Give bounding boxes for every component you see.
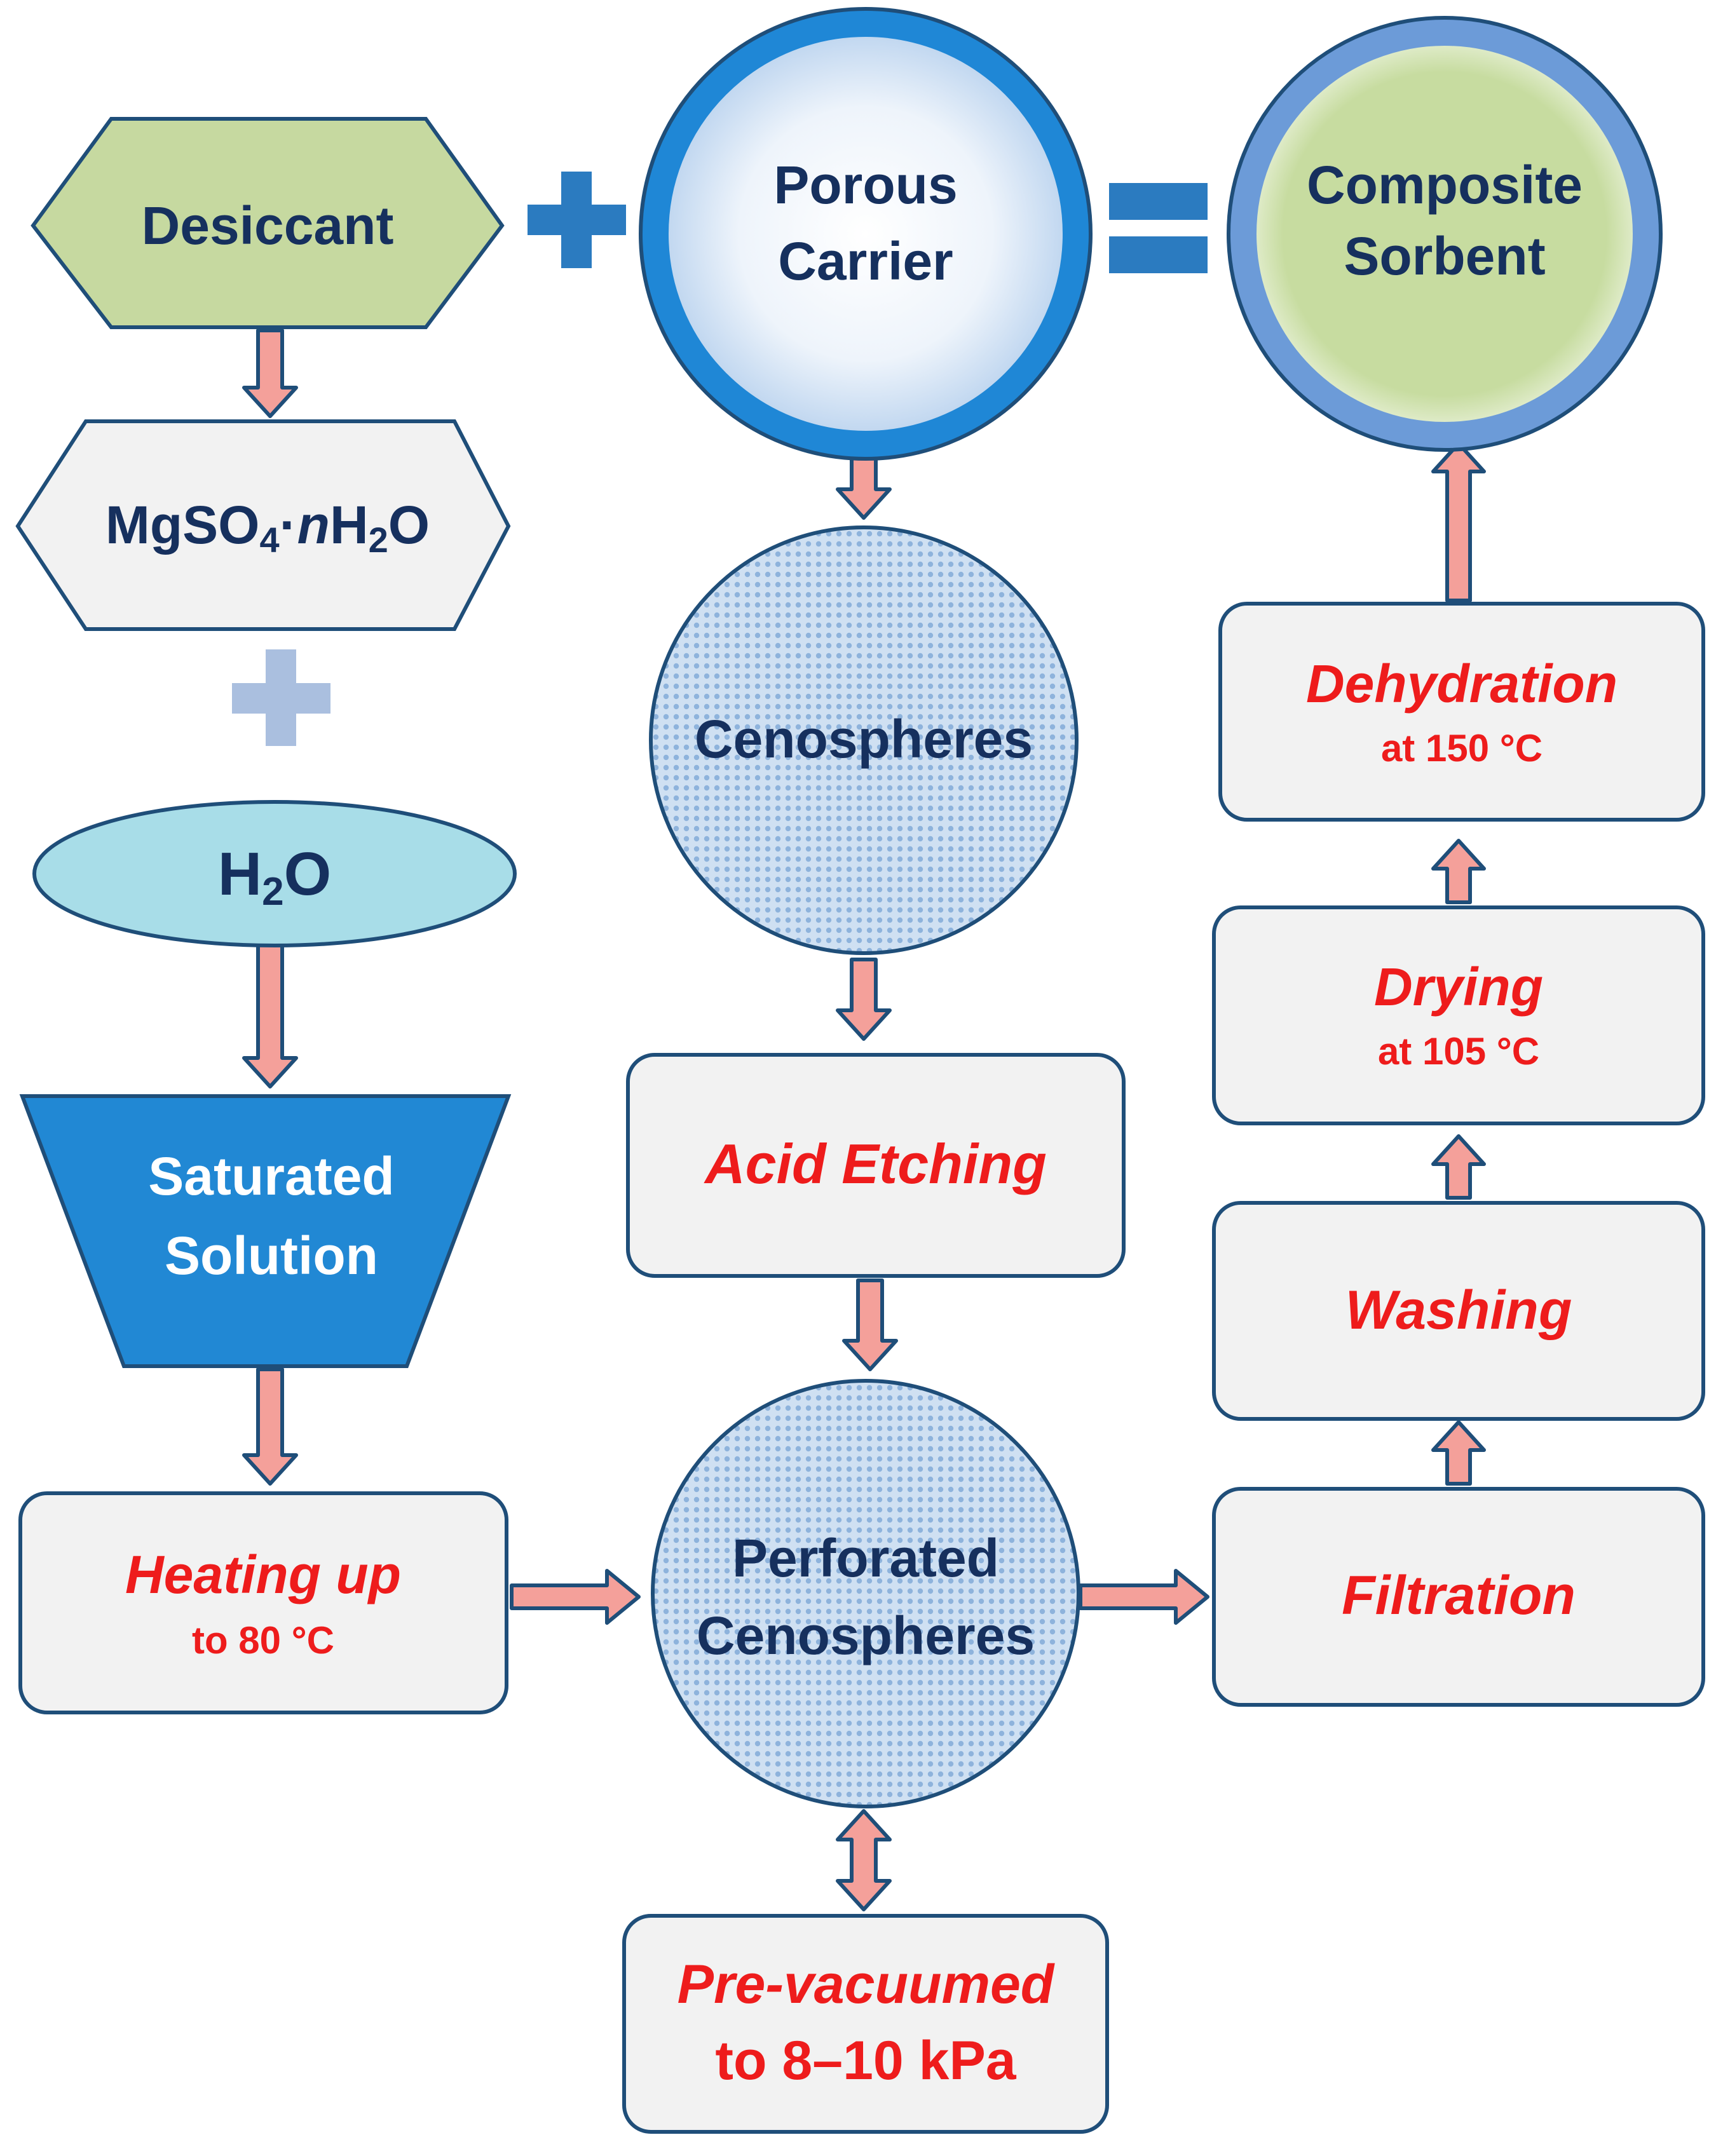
pre-vacuum-step-box [622, 1914, 1109, 2134]
arrow-desiccant-to-salt [242, 329, 298, 418]
flow-arrows [242, 329, 1486, 1911]
composite-sorbent-outline [1227, 16, 1663, 452]
arrow-heating-to-perforated [510, 1569, 641, 1625]
arrow-dehydration-to-composite [1431, 442, 1486, 602]
porous-carrier-outline [639, 7, 1093, 461]
arrow-drying-to-dehydration [1431, 839, 1486, 904]
cenospheres-circle [649, 525, 1079, 955]
cenospheres-label: Cenospheres [695, 709, 1033, 769]
pre-vacuum-title: Pre-vacuumed [678, 1954, 1055, 2015]
arrow-etching-to-perforated [842, 1278, 898, 1371]
dehydration-step-detail: at 150 °C [1381, 727, 1543, 770]
arrow-perforated-to-filtration [1079, 1569, 1209, 1625]
pre-vacuum-detail: to 8–10 kPa [715, 2030, 1016, 2091]
heating-step-box [18, 1491, 508, 1714]
drying-step-box [1212, 905, 1705, 1125]
heating-step-title: Heating up [125, 1545, 401, 1604]
plus-sign-dark [528, 172, 626, 268]
washing-step-box [1212, 1201, 1705, 1421]
arrow-washing-to-drying [1431, 1134, 1486, 1200]
desiccant-hexagon [31, 117, 505, 329]
acid-etching-label: Acid Etching [704, 1132, 1047, 1195]
salt-hexagon [15, 419, 511, 631]
filtration-step-label: Filtration [1342, 1565, 1576, 1626]
acid-etching-step-box [626, 1053, 1126, 1278]
washing-step-label: Washing [1345, 1280, 1572, 1341]
arrow-filtration-to-washing [1431, 1420, 1486, 1486]
drying-step-detail: at 105 °C [1378, 1030, 1539, 1073]
desiccant-label: Desiccant [142, 196, 394, 255]
arrow-cenospheres-to-etching [836, 958, 892, 1041]
equals-sign [1109, 183, 1208, 273]
arrow-solution-to-heating [242, 1367, 298, 1486]
perforated-cenospheres-circle [651, 1379, 1080, 1808]
saturated-solution-trapezoid [19, 1094, 512, 1368]
plus-sign-light [232, 649, 330, 746]
heating-step-detail: to 80 °C [192, 1619, 334, 1662]
water-label: H2O [218, 840, 331, 914]
composite-sorbent-circle [1229, 18, 1661, 450]
dehydration-step-title: Dehydration [1306, 654, 1617, 714]
arrow-water-to-solution [242, 942, 298, 1088]
water-ellipse [32, 800, 517, 947]
dehydration-step-box [1218, 602, 1705, 822]
salt-formula-label: MgSO4·nH2O [106, 495, 430, 560]
arrow-perforated-prevacuum-double [836, 1809, 892, 1911]
filtration-step-box [1212, 1487, 1705, 1707]
drying-step-title: Drying [1374, 957, 1543, 1017]
porous-carrier-circle [641, 9, 1091, 459]
